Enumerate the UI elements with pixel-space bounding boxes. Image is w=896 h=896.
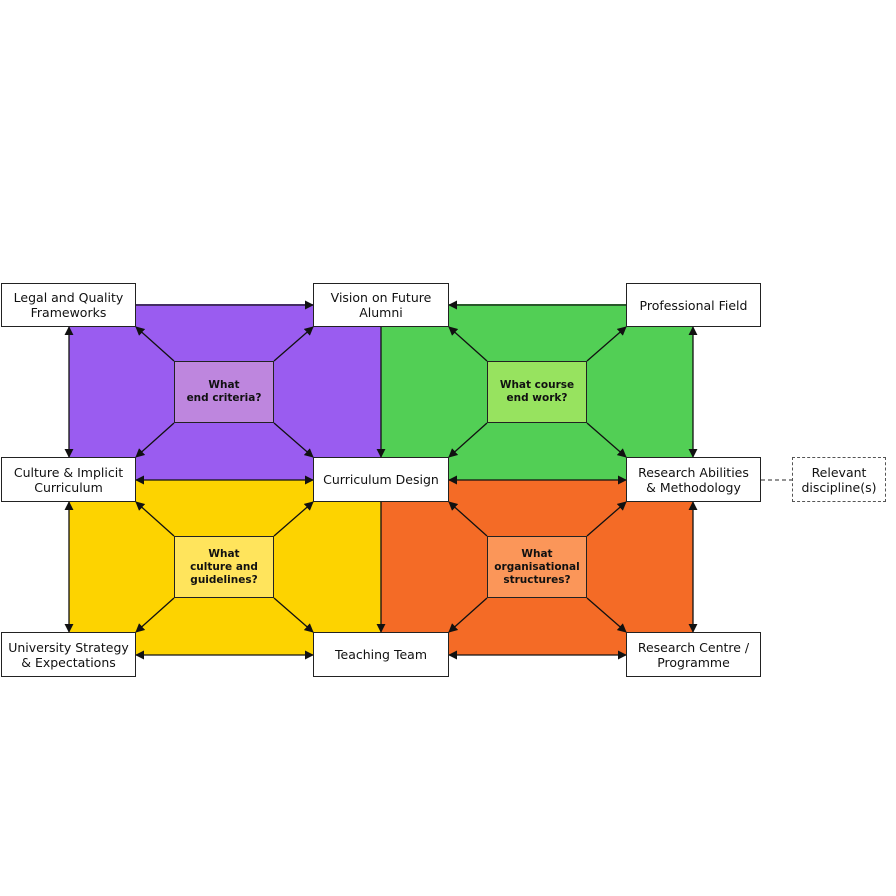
- node-teaching-team: Teaching Team: [313, 632, 449, 677]
- node-research-centre: Research Centre / Programme: [626, 632, 761, 677]
- node-culture-curriculum: Culture & Implicit Curriculum: [1, 457, 136, 502]
- question-culture: What culture and guidelines?: [174, 536, 274, 598]
- node-research-abilities: Research Abilities & Methodology: [626, 457, 761, 502]
- node-relevant-disciplines: Relevant discipline(s): [792, 457, 886, 502]
- node-curriculum-design: Curriculum Design: [313, 457, 449, 502]
- node-vision-alumni: Vision on Future Alumni: [313, 283, 449, 327]
- question-course-work: What course end work?: [487, 361, 587, 423]
- node-legal-frameworks: Legal and Quality Frameworks: [1, 283, 136, 327]
- node-university-strategy: University Strategy & Expectations: [1, 632, 136, 677]
- question-end-criteria: What end criteria?: [174, 361, 274, 423]
- question-structures: What organisational structures?: [487, 536, 587, 598]
- node-professional-field: Professional Field: [626, 283, 761, 327]
